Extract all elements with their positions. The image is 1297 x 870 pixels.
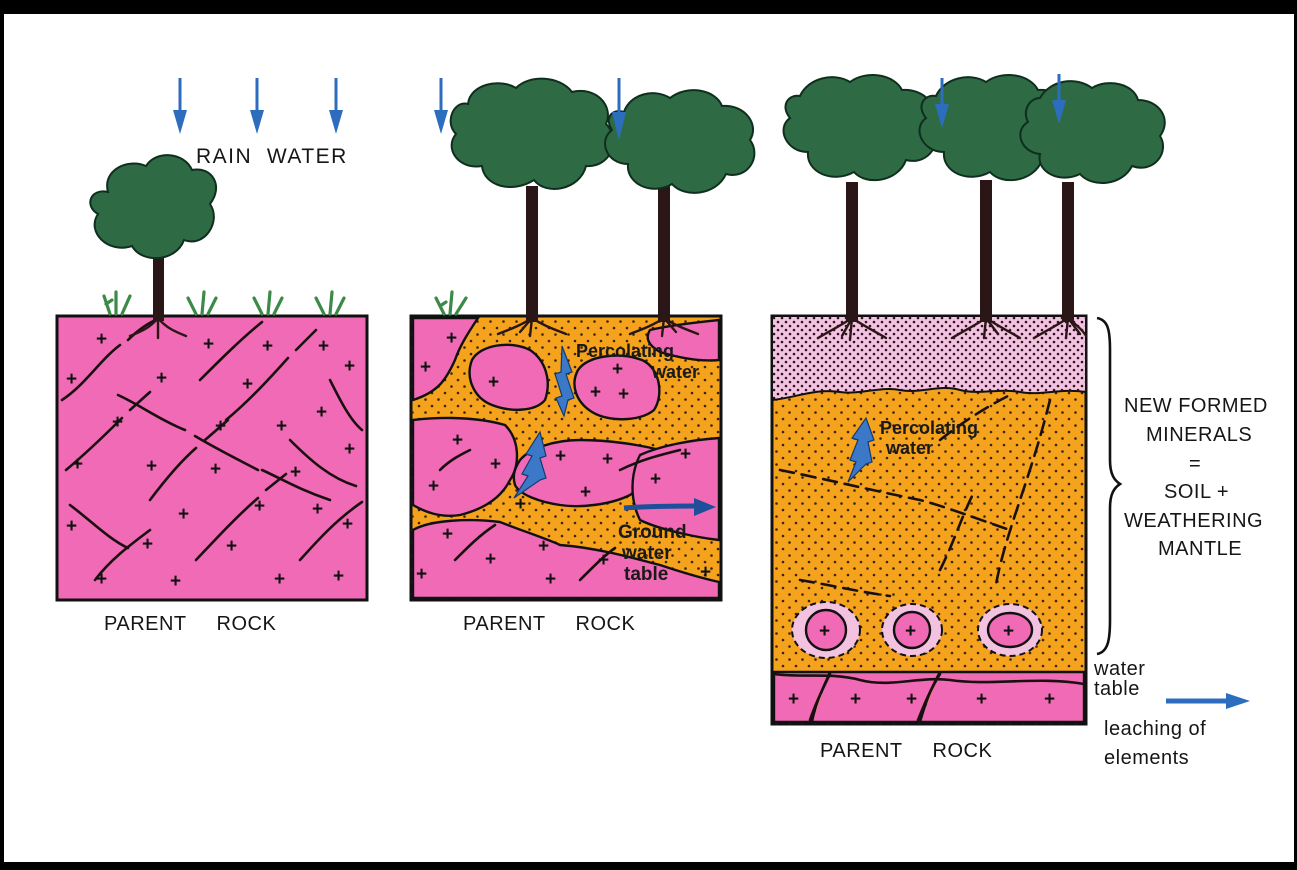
crystal-mark: + [485,549,496,570]
crystal-mark: + [96,569,107,590]
crystal-mark: + [490,454,501,475]
crystal-mark: + [680,444,691,465]
crystal-mark: + [276,416,287,437]
crystal-mark: + [650,469,661,490]
water-table-label-1: water [1093,658,1145,680]
crystal-mark: + [146,456,157,477]
water-table-label-2: table [1094,678,1140,700]
crystal-mark: + [442,524,453,545]
parent-rock-label-1: PARENT ROCK [104,613,277,635]
crystal-mark: + [342,514,353,535]
soil-plus-label: SOIL + [1164,481,1229,503]
crystal-mark: + [555,446,566,467]
crystal-mark: + [428,476,439,497]
crystal-mark: + [312,499,323,520]
leaching-label-2: elements [1104,747,1189,769]
crystal-mark: + [515,494,526,515]
percolating-label: Percolating [880,418,978,438]
new-formed-label: NEW FORMED [1124,395,1268,417]
ground-table-label: table [624,564,668,585]
crystal-mark: + [344,356,355,377]
corestone: + [792,602,860,658]
parent-rock-label-3: PARENT ROCK [820,740,993,762]
crystal-mark: + [316,402,327,423]
crystal-mark: + [1003,621,1014,642]
crystal-mark: + [905,621,916,642]
crystal-mark: + [66,369,77,390]
percolating-label: Percolating [576,341,674,361]
crystal-mark: + [262,336,273,357]
equals-label: = [1189,453,1201,475]
crystal-mark: + [538,536,549,557]
crystal-mark: + [254,496,265,517]
crystal-mark: + [226,536,237,557]
crystal-mark: + [545,569,556,590]
crystal-mark: + [242,374,253,395]
crystal-mark: + [318,336,329,357]
crystal-mark: + [602,449,613,470]
leaching-label-1: leaching of [1104,718,1206,740]
crystal-mark: + [142,534,153,555]
crystal-mark: + [598,550,609,571]
crystal-mark: + [452,430,463,451]
rain-water-label: RAIN WATER [196,145,348,168]
crystal-mark: + [156,368,167,389]
parent-rock-label-2: PARENT ROCK [463,613,636,635]
crystal-mark: + [788,689,799,710]
crystal-mark: + [580,482,591,503]
crystal-mark: + [344,439,355,460]
ground-label: Ground [618,522,687,543]
percolating-water-label: water [651,362,699,382]
crystal-mark: + [488,372,499,393]
crystal-mark: + [210,459,221,480]
crystal-mark: + [72,454,83,475]
minerals-label: MINERALS [1146,424,1252,446]
crystal-mark: + [96,329,107,350]
crystal-mark: + [178,504,189,525]
crystal-mark: + [66,516,77,537]
crystal-mark: + [112,412,123,433]
mantle-label: MANTLE [1158,538,1242,560]
corestone: + [978,604,1042,656]
crystal-mark: + [612,359,623,380]
crystal-mark: + [416,564,427,585]
crystal-mark: + [446,328,457,349]
panel-2-weathering-rock: + + + + + + + + + + + + + + + + + + + + … [411,78,754,635]
rock-block [470,345,548,410]
weathering-label: WEATHERING [1124,510,1263,532]
crystal-mark: + [1044,689,1055,710]
crystal-mark: + [976,689,987,710]
crystal-mark: + [203,334,214,355]
crystal-mark: + [170,571,181,592]
crystal-mark: + [333,566,344,587]
crystal-mark: + [290,462,301,483]
corestone: + [882,604,942,656]
crystal-mark: + [850,689,861,710]
crystal-mark: + [618,384,629,405]
crystal-mark: + [420,357,431,378]
percolating-water-label: water [885,438,933,458]
crystal-mark: + [590,382,601,403]
ground-water-label: water [621,543,672,564]
crystal-mark: + [215,416,226,437]
crystal-mark: + [274,569,285,590]
crystal-mark: + [819,621,830,642]
crystal-mark: + [906,689,917,710]
crystal-mark: + [700,562,711,583]
